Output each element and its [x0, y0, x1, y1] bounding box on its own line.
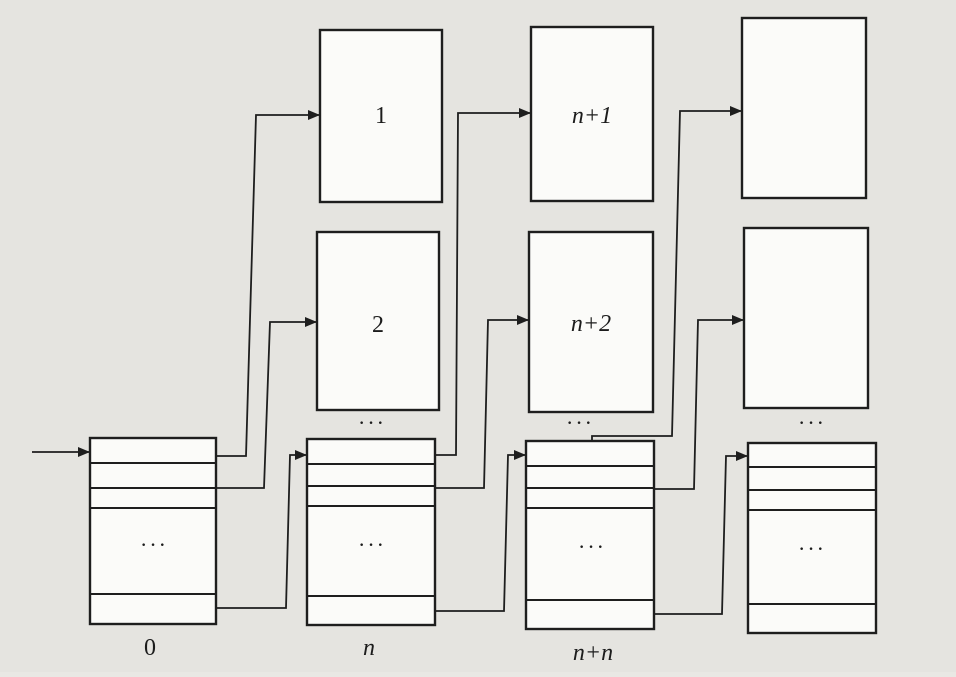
index-block-2n [524, 439, 656, 631]
data-block-1-label: 1 [375, 103, 387, 129]
data-block-n2 [527, 230, 655, 414]
arrow-index0-to-indexn [216, 450, 307, 609]
arrow-index2n-to-blockr2 [654, 315, 744, 490]
arrow-indexn-to-blockn2 [435, 315, 529, 489]
data-block-r2 [742, 226, 870, 410]
index-block-0-ellipsis: ··· [140, 532, 168, 557]
index-block-n [305, 437, 437, 627]
column-2n-ellipsis: ··· [566, 410, 594, 435]
index-block-0-label: 0 [144, 635, 156, 661]
data-block-1 [318, 28, 444, 204]
arrow-index2n-to-blockr1 [591, 106, 742, 441]
index-block-2n-ellipsis: ··· [578, 534, 606, 559]
arrow-index2n-to-indexlast [654, 451, 748, 615]
data-block-2 [315, 230, 441, 412]
index-block-n-ellipsis: ··· [358, 532, 386, 557]
data-block-n2-label: n+2 [571, 311, 611, 337]
arrow-indexn-to-index2n [435, 450, 526, 612]
data-block-r1 [740, 16, 868, 200]
arrow-indexn-to-blockn1 [435, 108, 531, 456]
data-block-2-label: 2 [372, 312, 384, 338]
column-last-ellipsis: ··· [798, 410, 826, 435]
index-block-last [746, 441, 878, 635]
arrow-index0-to-block2 [216, 317, 317, 489]
data-block-n1 [529, 25, 655, 203]
index-block-2n-label: n+n [573, 640, 613, 666]
index-block-0 [88, 436, 218, 626]
column-n-ellipsis: ··· [358, 410, 386, 435]
index-block-n-label: n [363, 635, 375, 661]
arrow-index0-to-block1 [216, 110, 320, 457]
index-block-last-ellipsis: ··· [798, 536, 826, 561]
data-block-n1-label: n+1 [572, 103, 612, 129]
